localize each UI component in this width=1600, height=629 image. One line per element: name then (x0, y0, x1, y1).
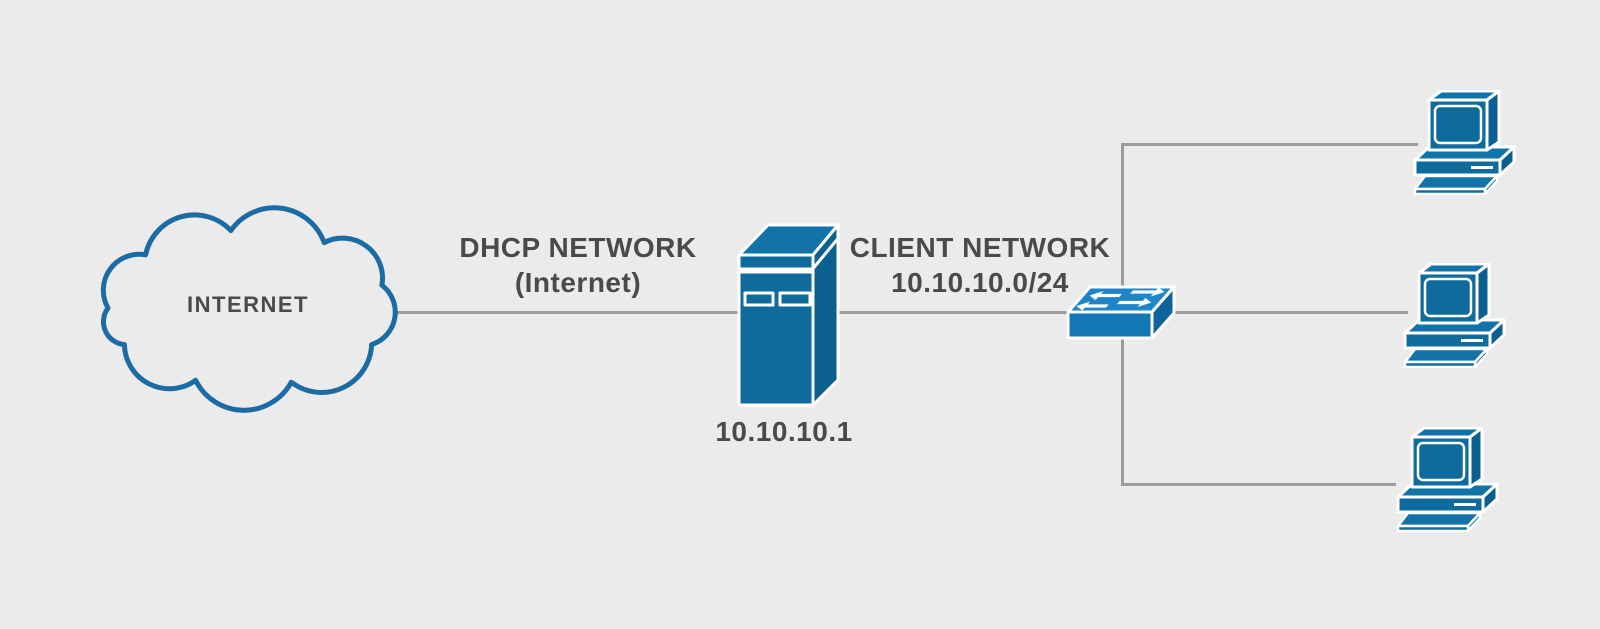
dhcp-network-label: DHCP NETWORK (Internet) (428, 230, 728, 300)
cloud-icon (100, 205, 398, 413)
wan-lan-connection-line (384, 311, 1408, 314)
computer-icon (1413, 90, 1519, 196)
workstation1-branch-line (1121, 143, 1418, 146)
internet-cloud-label: INTERNET (187, 292, 309, 317)
server-icon (737, 223, 840, 407)
dhcp-network-label-line1: DHCP NETWORK (459, 232, 697, 263)
client-network-label-line1: CLIENT NETWORK (849, 232, 1111, 263)
computer-icon (1403, 263, 1509, 369)
client-network-label: CLIENT NETWORK 10.10.10.0/24 (830, 230, 1130, 300)
client-network-label-line2: 10.10.10.0/24 (891, 267, 1069, 298)
workstation3-branch-line (1121, 483, 1396, 486)
dhcp-network-label-line2: (Internet) (514, 267, 642, 298)
switch-icon (1066, 285, 1176, 340)
computer-icon (1396, 427, 1502, 533)
dhcp-server-ip-label: 10.10.10.1 (715, 416, 853, 447)
